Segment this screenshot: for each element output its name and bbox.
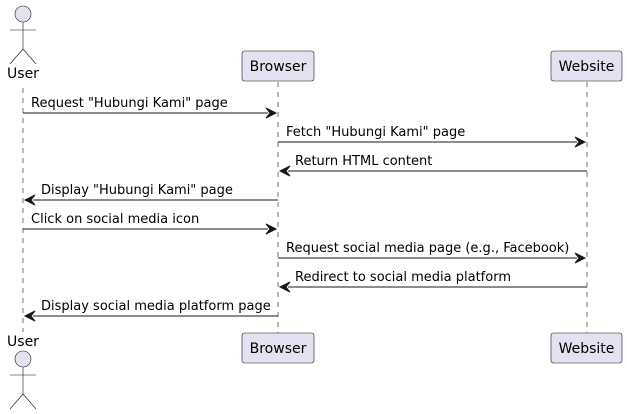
message-label: Click on social media icon [31,212,199,227]
actor-label-user-top: User [7,66,39,82]
actor-label-user-bottom: User [7,334,39,350]
actor-head-icon [14,5,32,23]
participant-website-top: Website [550,50,623,82]
message-5: Click on social media icon [23,212,278,235]
actor-user-top: User [7,5,39,82]
message-6: Request social media page (e.g., Faceboo… [278,241,587,264]
message-1: Request "Hubungi Kami" page [23,96,278,119]
message-label: Display "Hubungi Kami" page [41,183,233,198]
message-4: Display "Hubungi Kami" page [23,183,278,206]
participant-label-browser-bottom: Browser [250,341,307,357]
arrowhead-icon [278,165,291,177]
actor-user-bottom: User [7,334,39,410]
participant-label-website-bottom: Website [559,341,615,357]
arrowhead-icon [265,107,278,119]
message-label: Redirect to social media platform [295,270,511,285]
arrowhead-icon [574,136,587,148]
message-label: Fetch "Hubungi Kami" page [286,125,465,140]
arrowhead-icon [278,281,291,293]
message-label: Return HTML content [295,154,432,169]
arrowhead-icon [574,252,587,264]
message-3: Return HTML content [278,154,587,177]
arrowhead-icon [265,223,278,235]
message-label: Request social media page (e.g., Faceboo… [286,241,569,256]
arrowhead-icon [23,310,36,322]
message-label: Display social media platform page [41,299,271,314]
participant-label-website-top: Website [559,59,615,75]
participant-browser-bottom: Browser [241,332,315,364]
participant-website-bottom: Website [550,332,623,364]
actor-head-icon [14,350,32,368]
message-7: Redirect to social media platform [278,270,587,293]
participant-label-browser-top: Browser [250,59,307,75]
message-label: Request "Hubungi Kami" page [31,96,228,111]
participant-browser-top: Browser [241,50,315,82]
message-2: Fetch "Hubungi Kami" page [278,125,587,148]
arrowhead-icon [23,194,36,206]
message-8: Display social media platform page [23,299,278,322]
